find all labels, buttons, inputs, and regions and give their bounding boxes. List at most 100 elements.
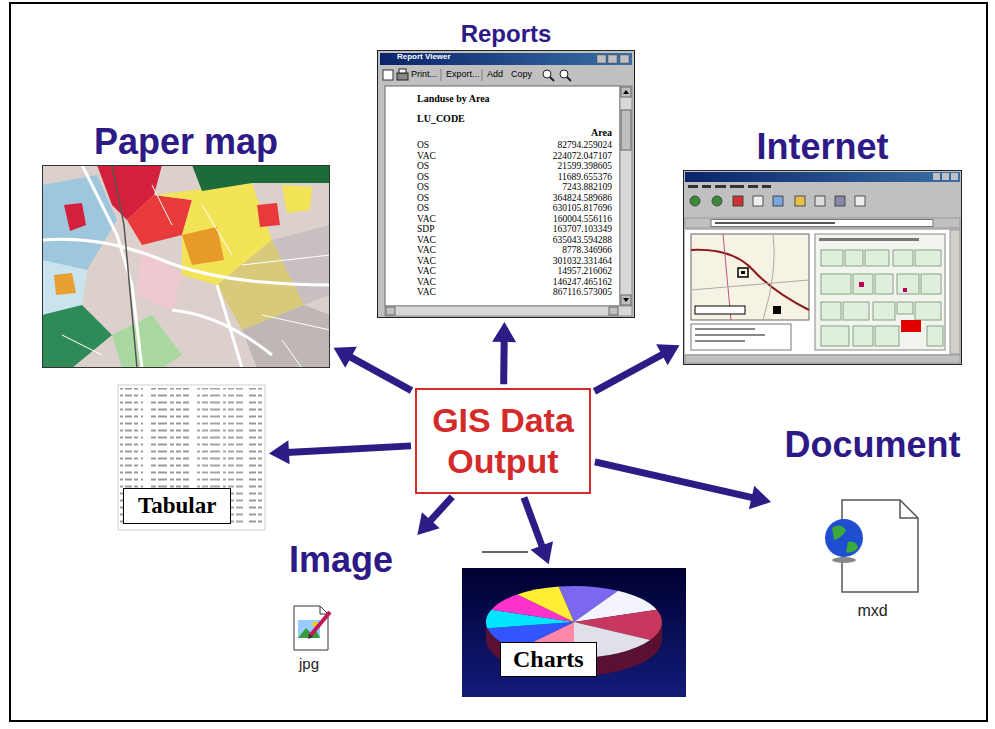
report-cell: VAC bbox=[417, 267, 436, 277]
arrow-head bbox=[749, 486, 771, 509]
text-slot: Image bbox=[289, 540, 393, 580]
land-use-map-part-part-part bbox=[172, 310, 272, 355]
report-cell: 301032.331464 bbox=[553, 257, 612, 267]
land-use-map-part-part-part bbox=[282, 340, 302, 368]
report-cell: 7243.882109 bbox=[562, 183, 612, 193]
browser-screenshot-part bbox=[819, 238, 919, 241]
land-use-map-part-part bbox=[42, 305, 112, 368]
land-use-map-part-part bbox=[112, 165, 137, 368]
browser-screenshot-part-part bbox=[748, 185, 758, 188]
report-window-part bbox=[397, 73, 408, 80]
arrow-shaft bbox=[595, 462, 754, 498]
tabular-printout bbox=[118, 385, 265, 530]
land-use-map-part-part-part bbox=[42, 239, 330, 285]
report-window-part bbox=[399, 69, 406, 73]
browser-screenshot-part-part bbox=[845, 250, 863, 266]
land-use-map-part-part bbox=[42, 175, 117, 270]
text-slot: 867116.573005 bbox=[553, 288, 612, 298]
browser-screenshot-part-part bbox=[893, 250, 913, 266]
section-heading: Image bbox=[289, 540, 393, 580]
land-use-map-part-part-part bbox=[262, 315, 330, 330]
report-cell: OS bbox=[417, 173, 429, 183]
land-use-map-part-part bbox=[257, 203, 280, 227]
report-cell: VAC bbox=[417, 215, 436, 225]
internet-window: Internet bbox=[683, 170, 962, 365]
text-slot: 146247.465162 bbox=[553, 278, 612, 288]
report-window-part bbox=[620, 55, 629, 63]
arrow-head bbox=[417, 512, 439, 535]
text-slot: Paper map bbox=[0, 122, 390, 165]
report-cell: 160004.556116 bbox=[553, 215, 612, 225]
land-use-map-part-part bbox=[137, 245, 182, 310]
land-use-map-part-part-part bbox=[202, 205, 232, 255]
text-slot: OS bbox=[417, 204, 429, 214]
browser-screenshot-part-part bbox=[730, 185, 744, 188]
jpg-icon-part bbox=[308, 634, 313, 639]
text-slot: SDP bbox=[417, 225, 434, 235]
text-slot: VAC bbox=[417, 267, 436, 277]
text-slot: OS bbox=[417, 141, 429, 151]
report-window-part bbox=[567, 77, 571, 81]
report-window-part bbox=[621, 110, 631, 150]
report-window-part bbox=[621, 295, 631, 305]
browser-screenshot-part-part bbox=[733, 196, 743, 206]
browser-screenshot-part-part bbox=[773, 196, 783, 206]
report-cell: VAC bbox=[417, 152, 436, 162]
browser-screenshot-part bbox=[815, 234, 945, 350]
text-slot: Internet bbox=[623, 127, 995, 170]
report-cell: 146247.465162 bbox=[553, 278, 612, 288]
text-slot: 11689.655376 bbox=[558, 173, 612, 183]
browser-screenshot-part-part bbox=[821, 326, 849, 346]
report-cell: VAC bbox=[417, 288, 436, 298]
report-window-part bbox=[620, 86, 632, 306]
browser-screenshot-part-part bbox=[821, 250, 843, 266]
land-use-map-part bbox=[43, 166, 330, 368]
jpg-icon-part bbox=[310, 612, 330, 636]
arrow-shaft bbox=[500, 340, 508, 384]
text-slot: 224072.047107 bbox=[553, 152, 612, 162]
report-window-part bbox=[385, 86, 620, 306]
text-slot: OS bbox=[417, 194, 429, 204]
mxd-icon-part bbox=[846, 542, 858, 553]
report-window-part bbox=[380, 53, 632, 65]
browser-screenshot-part bbox=[691, 234, 809, 320]
output-arrow bbox=[417, 497, 452, 535]
output-arrow bbox=[595, 344, 680, 391]
window-chrome-text: Copy bbox=[511, 70, 532, 79]
text-slot: Report Viewer bbox=[397, 53, 451, 61]
text-slot: Copy bbox=[511, 70, 532, 79]
mxd-icon bbox=[825, 500, 918, 592]
land-use-map-part-part bbox=[54, 273, 76, 295]
browser-screenshot-part bbox=[942, 173, 949, 180]
land-use-map-part-part bbox=[112, 315, 182, 368]
browser-screenshot-part bbox=[711, 220, 933, 227]
browser-screenshot-part bbox=[695, 328, 755, 330]
report-cell: 14957.216062 bbox=[557, 267, 612, 277]
text-slot: 364824.589686 bbox=[553, 194, 612, 204]
browser-screenshot-part-part bbox=[855, 196, 865, 206]
browser-screenshot-part bbox=[685, 218, 960, 228]
text-slot: VAC bbox=[417, 278, 436, 288]
text-slot: VAC bbox=[417, 236, 436, 246]
document-file: Documentmxd bbox=[775, 425, 970, 625]
browser-screenshot-part-part bbox=[853, 326, 873, 346]
report-window-part bbox=[623, 298, 629, 302]
report-window-part bbox=[386, 307, 395, 315]
text-slot: 8778.346966 bbox=[562, 246, 612, 256]
browser-screenshot-part-part bbox=[873, 302, 895, 320]
text-slot: Export... bbox=[446, 70, 480, 79]
browser-screenshot-part bbox=[685, 230, 950, 354]
text-slot: 635043.594288 bbox=[553, 236, 612, 246]
text-slot: 21599.398605 bbox=[557, 162, 612, 172]
browser-screenshot-part bbox=[695, 334, 765, 336]
land-use-map-part bbox=[42, 165, 330, 368]
browser-screenshot-part bbox=[821, 250, 943, 346]
window-chrome-text: Print... bbox=[411, 70, 437, 79]
text-slot: VAC bbox=[417, 288, 436, 298]
jpg-icon bbox=[294, 606, 330, 650]
arrow-shaft bbox=[524, 498, 542, 548]
paper-map: Paper map bbox=[42, 165, 330, 368]
browser-screenshot-part bbox=[903, 288, 907, 292]
window-chrome-text: Export... bbox=[446, 70, 480, 79]
